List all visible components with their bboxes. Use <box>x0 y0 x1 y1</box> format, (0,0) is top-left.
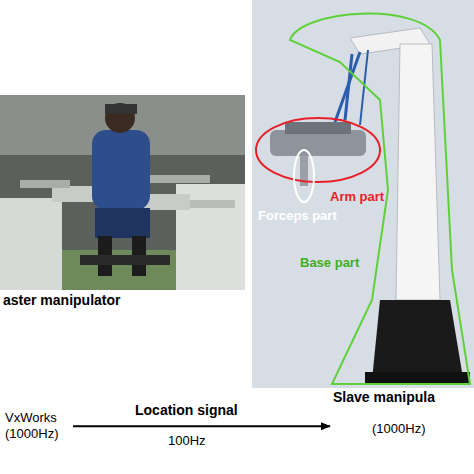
text-node: VxWorks (1000Hz) <box>5 410 69 443</box>
text-node: Slave manipula (1000Hz) <box>333 389 435 437</box>
part-label: Base part <box>300 255 359 270</box>
node-heading: VxWorks (1000Hz) <box>5 410 69 443</box>
figure-caption-label: aster manipulator <box>3 292 120 308</box>
part-label: Arm part <box>330 189 384 204</box>
node-heading: Slave manipula <box>333 389 435 407</box>
rate-label: 100Hz <box>168 433 206 448</box>
edge-label: Location signal <box>135 402 238 418</box>
signal-arrow <box>73 425 330 427</box>
node-body: (1000Hz) <box>372 421 435 437</box>
part-label: Forceps part <box>258 208 337 223</box>
